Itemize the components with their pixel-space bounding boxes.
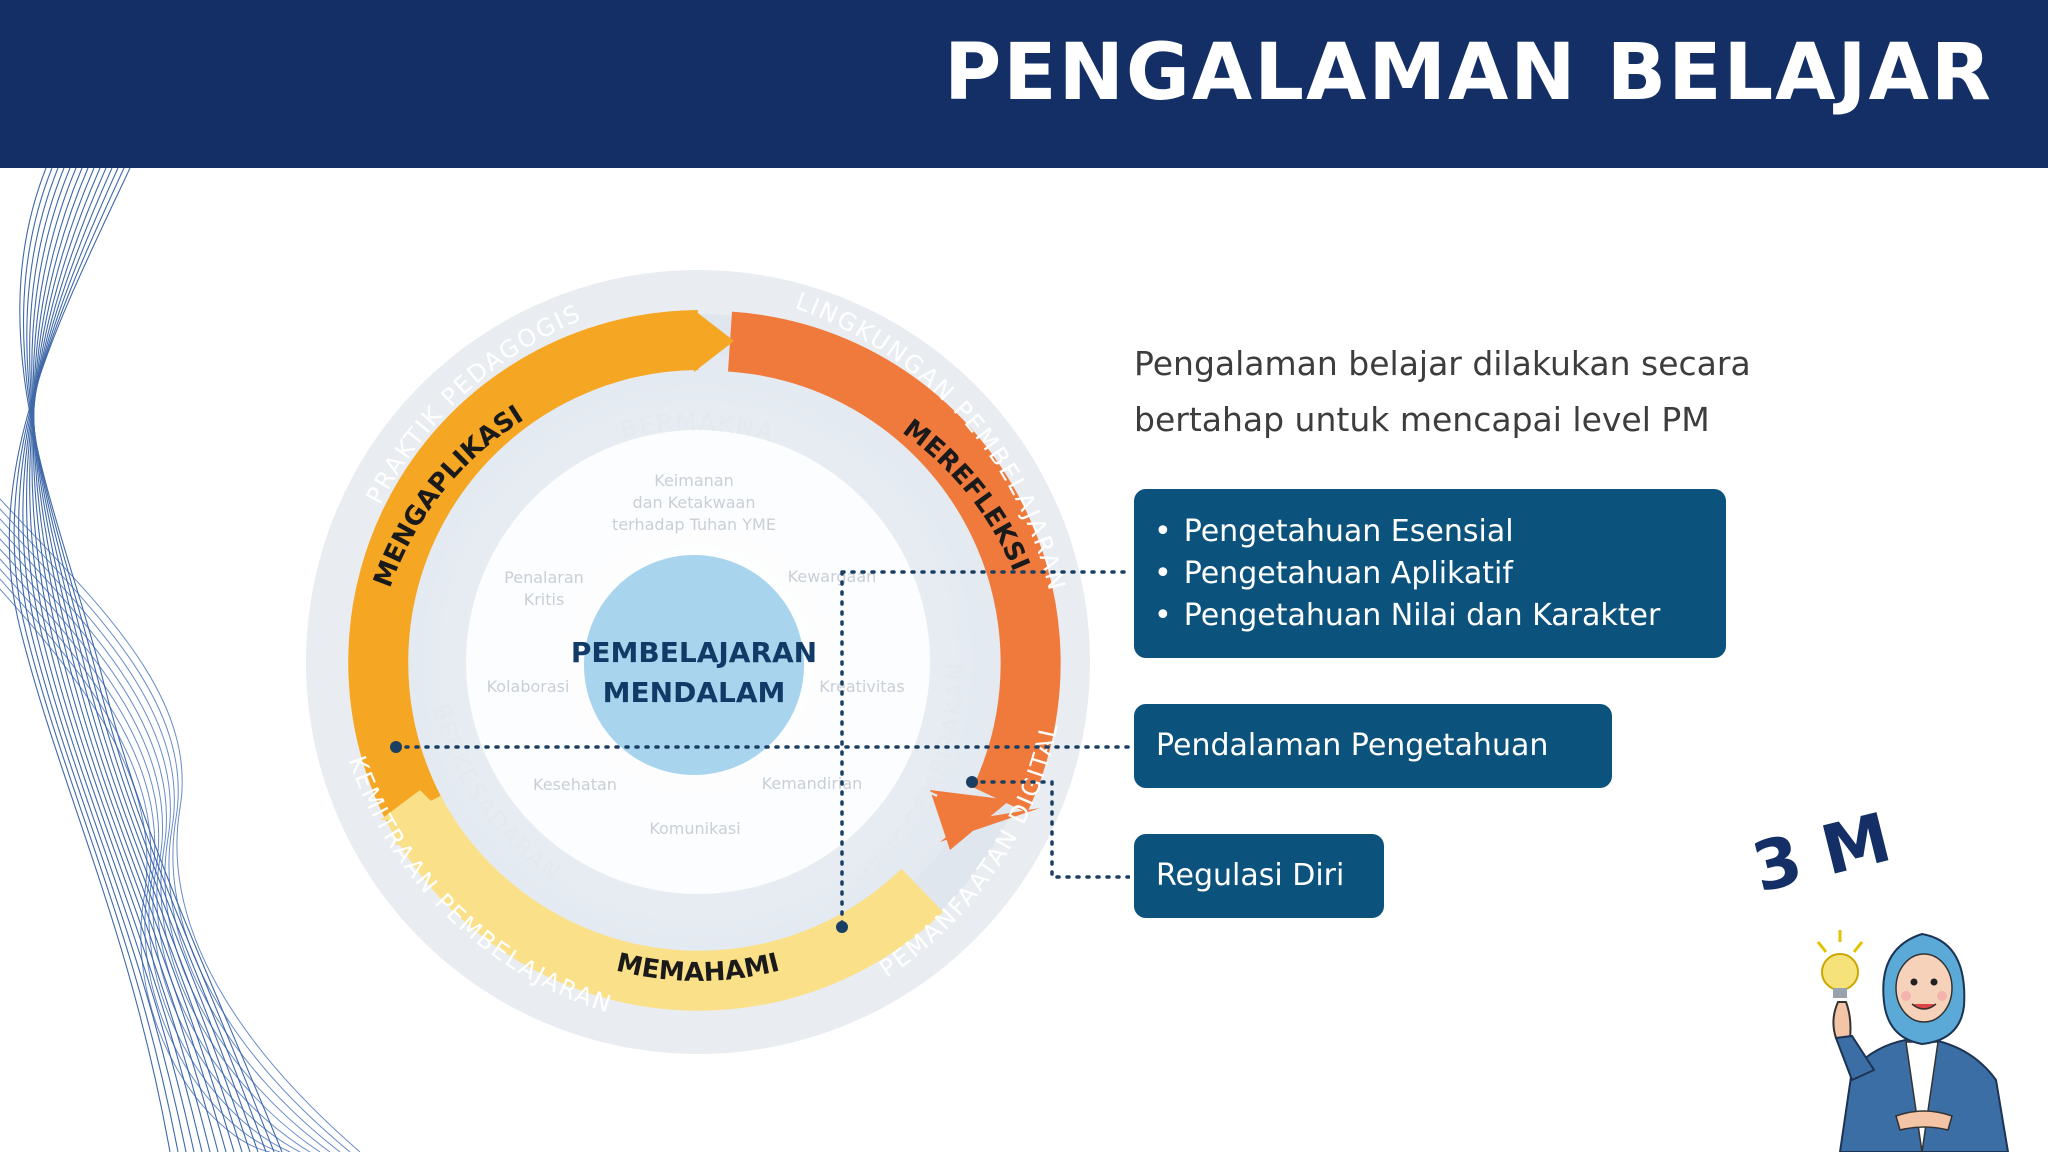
profile-komunikasi: Komunikasi [649,819,740,838]
box-regulasi-diri: Regulasi Diri [1134,834,1384,918]
lightbulb-icon [1816,930,1864,998]
wave-decoration [0,168,361,1152]
arrow-head-merefleksi-tip [930,790,1010,850]
center-circle [584,555,804,775]
profile-penalaran-1: Penalaran [504,568,584,587]
page-title: PENGALAMAN BELAJAR [944,28,1993,118]
arrow-head-mengaplikasi [694,310,734,372]
pembelajaran-mendalam-diagram: MENGAPLIKASI MEREFLEKSI MEMAHAMI PRAKTIK… [306,270,1130,1054]
connector-dot-mengaplikasi [836,921,848,933]
arrow-head-memahami-tip [395,795,440,845]
list-item: Pengetahuan Nilai dan Karakter [1154,595,1726,637]
center-title-line2: MENDALAM [603,676,786,709]
profile-kreativitas: Kreativitas [819,677,904,696]
connector-merefleksi [970,780,1130,879]
profile-keimanan-3: terhadap Tuhan YME [612,515,776,534]
pengetahuan-list: Pengetahuan Esensial Pengetahuan Aplikat… [1154,511,1726,637]
arc-memahami [387,795,944,1011]
three-m-badge: 3 M [1745,798,1899,909]
connector-dot-memahami [390,741,402,753]
connector-mengaplikasi [840,570,1130,929]
intro-text: Pengalaman belajar dilakukan secara bert… [1134,344,1751,439]
profile-kesehatan: Kesehatan [533,775,617,794]
box-pengetahuan: Pengetahuan Esensial Pengetahuan Aplikat… [1134,489,1726,658]
header-bar: PENGALAMAN BELAJAR [0,0,2048,168]
profile-keimanan-1: Keimanan [654,471,733,490]
connector-dot-merefleksi [966,776,978,788]
profile-penalaran-2: Kritis [524,590,565,609]
arc-mengaplikasi [348,310,699,824]
list-item: Pengetahuan Esensial [1154,511,1726,553]
box-pendalaman-pengetahuan: Pendalaman Pengetahuan [1134,704,1612,788]
profile-kolaborasi: Kolaborasi [487,677,570,696]
teacher-illustration [1816,930,2010,1152]
center-title-line1: PEMBELAJARAN [571,636,817,669]
list-item: Pengetahuan Aplikatif [1154,553,1726,595]
arc-merefleksi [727,311,1061,813]
profile-kewargaan: Kewargaan [788,567,877,586]
profile-kemandirian: Kemandirian [762,774,863,793]
profile-keimanan-2: dan Ketakwaan [633,493,756,512]
